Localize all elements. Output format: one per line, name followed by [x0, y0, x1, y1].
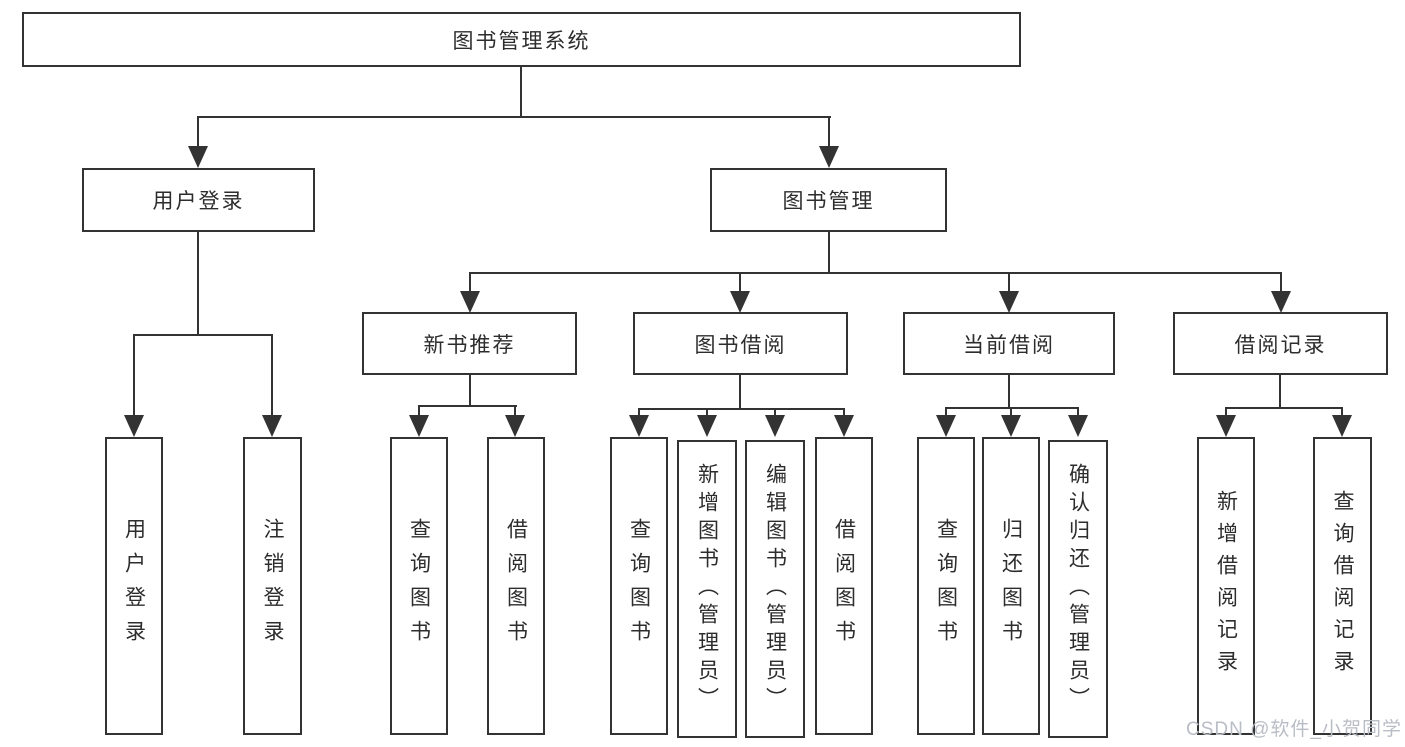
- connector-drop: [469, 272, 471, 294]
- connector-userlogin-stem: [197, 230, 199, 336]
- connector-userlogin-bus: [133, 334, 273, 336]
- connector-drop: [739, 272, 741, 294]
- node-book-management: 图书管理: [710, 168, 947, 232]
- leaf-label: 用户登录: [122, 518, 146, 654]
- leaf-newbook-borrow-books: 借阅图书: [487, 437, 545, 735]
- leaf-label: 借阅图书: [832, 518, 856, 654]
- arrowhead-down: [697, 415, 717, 437]
- leaf-current-confirm-return-admin: 确认归还（管理员）: [1048, 440, 1108, 738]
- connector-drop: [843, 408, 845, 417]
- arrowhead-down: [999, 291, 1019, 313]
- connector-drop: [706, 408, 708, 417]
- leaf-label: 借阅图书: [504, 518, 528, 654]
- leaf-label: 查询图书: [934, 518, 958, 654]
- leaf-records-add-record: 新增借阅记录: [1197, 437, 1255, 735]
- connector-drop: [271, 334, 273, 418]
- connector-drop: [418, 405, 420, 417]
- connector-drop: [197, 116, 199, 148]
- arrowhead-down: [409, 415, 429, 437]
- connector-stem: [1279, 373, 1281, 409]
- leaf-current-return-books: 归还图书: [982, 437, 1040, 735]
- connector-drop: [774, 408, 776, 417]
- arrowhead-down: [1001, 415, 1021, 437]
- connector-drop: [638, 408, 640, 417]
- connector-drop: [133, 334, 135, 418]
- arrowhead-down: [188, 146, 208, 168]
- connector-drop: [514, 405, 516, 417]
- node-user-login: 用户登录: [82, 168, 315, 232]
- node-label: 借阅记录: [1234, 333, 1327, 357]
- arrowhead-down: [730, 291, 750, 313]
- leaf-logout: 注销登录: [243, 437, 302, 735]
- connector-drop: [1008, 272, 1010, 294]
- node-label: 当前借阅: [963, 333, 1055, 357]
- arrowhead-down: [460, 291, 480, 313]
- csdn-watermark: CSDN @软件_小贺同学: [1186, 719, 1402, 740]
- leaf-label: 新增借阅记录: [1214, 490, 1238, 682]
- connector-bus: [945, 407, 1079, 409]
- leaf-label: 归还图书: [999, 518, 1023, 654]
- arrowhead-down: [1068, 415, 1088, 437]
- node-current-borrowing: 当前借阅: [903, 312, 1115, 375]
- arrowhead-down: [505, 415, 525, 437]
- leaf-label: 新增图书（管理员）: [695, 463, 719, 715]
- node-label: 图书借阅: [694, 333, 787, 357]
- node-root: 图书管理系统: [22, 12, 1021, 67]
- connector-root-stem: [520, 66, 522, 118]
- connector-stem: [469, 373, 471, 407]
- connector-drop: [1225, 407, 1227, 417]
- arrowhead-down: [124, 415, 144, 437]
- connector-stem: [1008, 373, 1010, 409]
- connector-drop: [1010, 407, 1012, 417]
- leaf-user-login: 用户登录: [105, 437, 163, 735]
- connector-drop: [1280, 272, 1282, 294]
- node-label: 图书管理: [782, 190, 875, 213]
- connector-bus: [418, 405, 517, 407]
- node-label: 用户登录: [152, 190, 245, 213]
- leaf-label: 编辑图书（管理员）: [763, 463, 787, 715]
- leaf-label: 查询图书: [407, 518, 431, 654]
- leaf-label: 查询图书: [627, 518, 651, 654]
- leaf-borrow-query-books: 查询图书: [610, 437, 668, 735]
- leaf-label: 注销登录: [261, 518, 284, 654]
- arrowhead-down: [1216, 415, 1236, 437]
- arrowhead-down: [1271, 291, 1291, 313]
- node-borrowing-records: 借阅记录: [1173, 312, 1388, 375]
- connector-drop: [1341, 407, 1343, 417]
- connector-bookmgmt-stem: [828, 230, 830, 274]
- node-new-book-recommendation: 新书推荐: [362, 312, 577, 375]
- arrowhead-down: [819, 146, 839, 168]
- arrowhead-down: [1332, 415, 1352, 437]
- arrowhead-down: [936, 415, 956, 437]
- leaf-label: 查询借阅记录: [1331, 490, 1354, 682]
- connector-drop: [945, 407, 947, 417]
- connector-drop: [828, 116, 830, 148]
- arrowhead-down: [765, 415, 785, 437]
- node-label: 图书管理系统: [452, 29, 591, 53]
- connector-bus: [638, 408, 845, 410]
- leaf-borrow-borrow-books: 借阅图书: [815, 437, 873, 735]
- leaf-current-query-books: 查询图书: [917, 437, 975, 735]
- connector-bus: [1225, 407, 1343, 409]
- connector-drop: [1077, 407, 1079, 417]
- connector-level3-bus: [469, 272, 1282, 274]
- leaf-borrow-add-books-admin: 新增图书（管理员）: [677, 440, 737, 738]
- node-label: 新书推荐: [423, 333, 516, 357]
- arrowhead-down: [629, 415, 649, 437]
- node-book-borrowing: 图书借阅: [633, 312, 848, 375]
- arrowhead-down: [262, 415, 282, 437]
- connector-stem: [739, 373, 741, 410]
- leaf-borrow-edit-books-admin: 编辑图书（管理员）: [745, 440, 805, 738]
- leaf-label: 确认归还（管理员）: [1066, 463, 1090, 715]
- leaf-records-query-record: 查询借阅记录: [1313, 437, 1372, 735]
- leaf-newbook-query-books: 查询图书: [390, 437, 448, 735]
- arrowhead-down: [834, 415, 854, 437]
- connector-level2-bus: [197, 116, 831, 118]
